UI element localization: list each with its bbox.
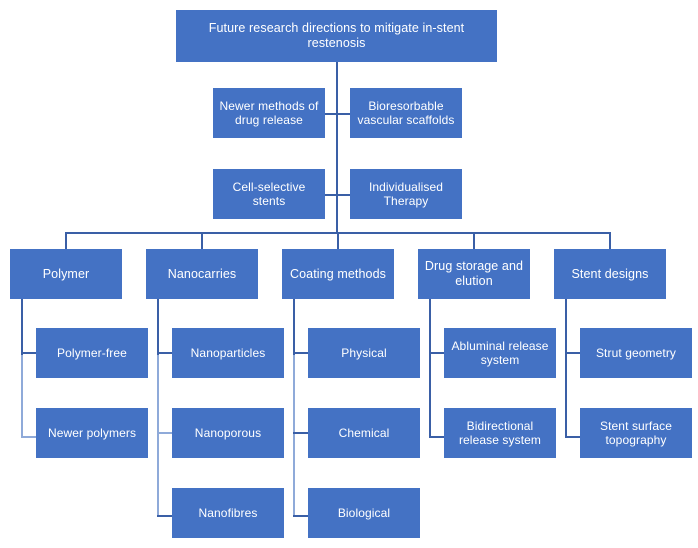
node-nanoporous[interactable]: Nanoporous xyxy=(172,408,284,458)
node-individualised-therapy[interactable]: Individualised Therapy xyxy=(350,169,462,219)
node-label: Drug storage and elution xyxy=(424,259,524,288)
connector-spine-polymer xyxy=(21,298,23,438)
node-label: Stent designs xyxy=(571,266,649,281)
connector-stub-stent-surface xyxy=(565,436,580,438)
connector-drop-drug-storage xyxy=(473,232,475,250)
node-cell-selective-stents[interactable]: Cell-selective stents xyxy=(213,169,325,219)
node-drug-storage-and-elution[interactable]: Drug storage and elution xyxy=(418,249,530,299)
node-polymer[interactable]: Polymer xyxy=(10,249,122,299)
node-label: Nanofibres xyxy=(198,505,258,520)
node-coating-methods[interactable]: Coating methods xyxy=(282,249,394,299)
connector-spine-coating xyxy=(293,298,295,517)
connector-stub-nanoporous xyxy=(157,432,172,434)
node-abluminal-release-system[interactable]: Abluminal release system xyxy=(444,328,556,378)
node-chemical[interactable]: Chemical xyxy=(308,408,420,458)
node-label: Bidirectional release system xyxy=(458,418,542,447)
node-label: Stent surface topography xyxy=(599,418,672,447)
connector-stub-polymer-free xyxy=(21,352,36,354)
node-label: Individualised Therapy xyxy=(368,179,444,208)
connector-stub-biological xyxy=(293,515,308,517)
connector-stub-nanofibres xyxy=(157,515,172,517)
node-label: Polymer-free xyxy=(57,345,127,360)
node-label: Chemical xyxy=(338,425,390,440)
node-label: Physical xyxy=(341,345,387,360)
connector-spine-coating-upper xyxy=(293,298,295,355)
connector-spine-drug-storage xyxy=(429,298,431,438)
node-nanofibres[interactable]: Nanofibres xyxy=(172,488,284,538)
node-root[interactable]: Future research directions to mitigate i… xyxy=(176,10,497,62)
connector-stub-abluminal xyxy=(429,352,444,354)
connector-stub-chemical xyxy=(293,432,308,434)
connector-spine-nanocarries-upper xyxy=(157,298,159,355)
node-newer-polymers[interactable]: Newer polymers xyxy=(36,408,148,458)
node-label: Abluminal release system xyxy=(451,338,549,367)
node-root-label: Future research directions to mitigate i… xyxy=(208,21,465,50)
node-label: Strut geometry xyxy=(595,345,677,360)
node-strut-geometry[interactable]: Strut geometry xyxy=(580,328,692,378)
node-physical[interactable]: Physical xyxy=(308,328,420,378)
node-label: Bioresorbable vascular scaffolds xyxy=(357,98,455,127)
node-label: Polymer xyxy=(42,266,90,281)
node-stent-surface-topography[interactable]: Stent surface topography xyxy=(580,408,692,458)
connector-spine-stent-designs xyxy=(565,298,567,438)
connector-stub-individualised xyxy=(338,194,351,196)
connector-drop-coating xyxy=(337,232,339,250)
connector-stub-physical xyxy=(293,352,308,354)
connector-stub-cell-selective xyxy=(324,194,337,196)
node-polymer-free[interactable]: Polymer-free xyxy=(36,328,148,378)
node-nanoparticles[interactable]: Nanoparticles xyxy=(172,328,284,378)
connector-drop-polymer xyxy=(65,232,67,250)
node-stent-designs[interactable]: Stent designs xyxy=(554,249,666,299)
connector-stub-newer-polymers xyxy=(21,436,36,438)
connector-drop-nanocarries xyxy=(201,232,203,250)
node-label: Newer polymers xyxy=(47,425,137,440)
connector-spine-polymer-upper xyxy=(21,298,23,355)
connector-drop-stent-designs xyxy=(609,232,611,250)
node-label: Nanocarries xyxy=(167,266,237,281)
node-label: Coating methods xyxy=(289,266,386,281)
connector-spine-nanocarries xyxy=(157,298,159,517)
connector-stub-bioresorbable xyxy=(338,113,351,115)
connector-stub-bidirectional xyxy=(429,436,444,438)
node-label: Cell-selective stents xyxy=(232,179,306,208)
connector-stub-nanoparticles xyxy=(157,352,172,354)
node-bidirectional-release-system[interactable]: Bidirectional release system xyxy=(444,408,556,458)
connector-stub-strut-geometry xyxy=(565,352,580,354)
node-newer-methods-of-drug-release[interactable]: Newer methods of drug release xyxy=(213,88,325,138)
node-label: Nanoporous xyxy=(194,425,262,440)
node-label: Biological xyxy=(337,505,391,520)
node-bioresorbable-vascular-scaffolds[interactable]: Bioresorbable vascular scaffolds xyxy=(350,88,462,138)
node-label: Nanoparticles xyxy=(190,345,266,360)
node-biological[interactable]: Biological xyxy=(308,488,420,538)
connector-root-trunk xyxy=(336,62,338,233)
node-label: Newer methods of drug release xyxy=(219,98,319,127)
connector-stub-newer-methods xyxy=(324,113,337,115)
node-nanocarries[interactable]: Nanocarries xyxy=(146,249,258,299)
